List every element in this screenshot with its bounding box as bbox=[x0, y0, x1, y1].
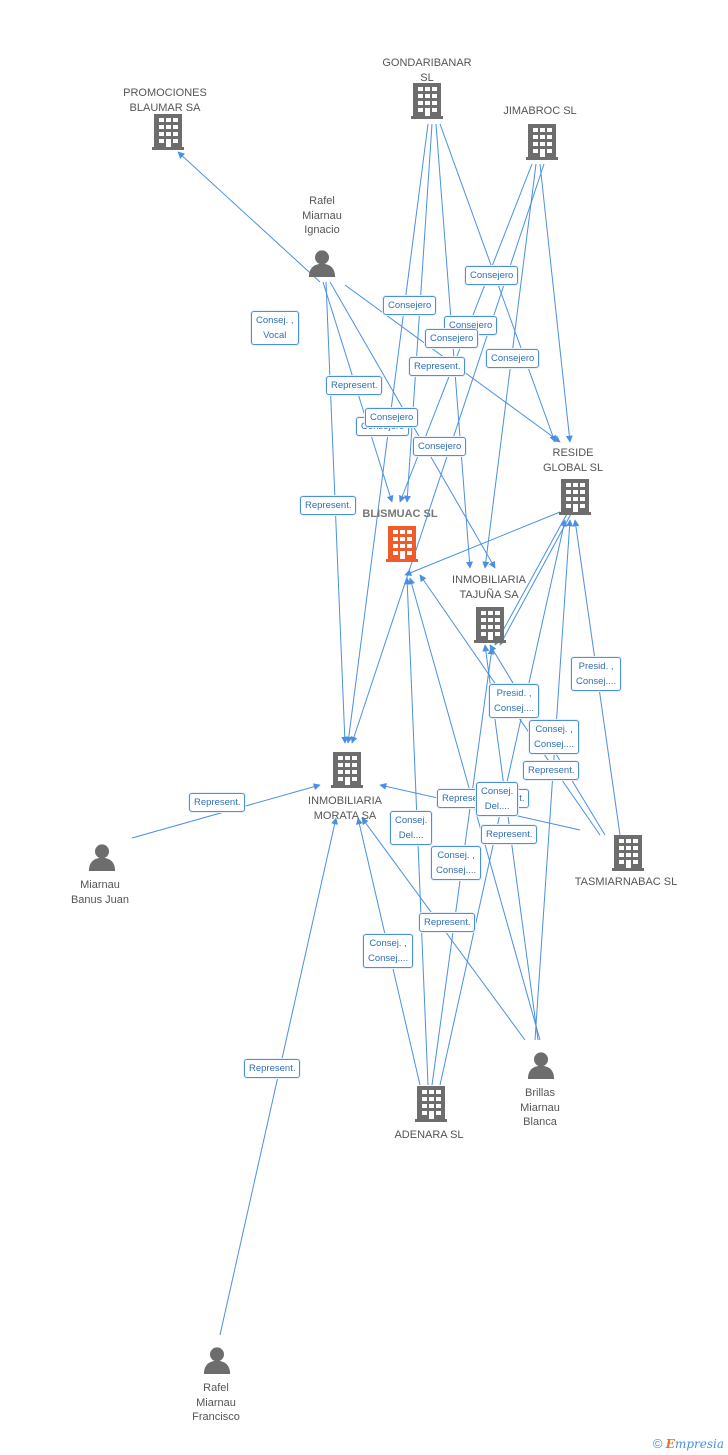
node-label-adenara[interactable]: ADENARA SL bbox=[394, 1129, 464, 1141]
building-icon[interactable] bbox=[411, 83, 443, 119]
edge-label[interactable]: Consej. Del.... bbox=[390, 811, 433, 845]
node-label-blismuac[interactable]: BLISMUAC SL bbox=[362, 508, 438, 520]
node-label-rafel_ignacio[interactable]: Rafel Miarnau Ignacio bbox=[302, 195, 342, 236]
edge-label[interactable]: Consejero bbox=[383, 296, 437, 315]
person-icon[interactable] bbox=[203, 1347, 231, 1374]
edge-label[interactable]: Consejero bbox=[465, 266, 519, 285]
building-icon[interactable] bbox=[474, 607, 506, 643]
edge-label[interactable]: Represent. bbox=[189, 793, 246, 812]
edge-label[interactable]: Represent. bbox=[419, 913, 476, 932]
edge-line bbox=[494, 511, 569, 646]
edge-line bbox=[408, 577, 541, 1041]
edge-label[interactable]: Consej. , Consej.... bbox=[431, 846, 482, 880]
node-label-morata[interactable]: INMOBILIARIA MORATA SA bbox=[308, 795, 382, 822]
edge-label[interactable]: Consej. Del.... bbox=[476, 782, 519, 816]
node-label-tasmiarnabac[interactable]: TASMIARNABAC SL bbox=[574, 876, 678, 888]
building-icon[interactable] bbox=[612, 835, 644, 871]
node-label-gondaribanar[interactable]: GONDARIBANAR SL bbox=[382, 57, 472, 84]
edge-label[interactable]: Represent. bbox=[244, 1059, 301, 1078]
edge-label[interactable]: Consejero bbox=[413, 437, 467, 456]
edge-label[interactable]: Represent. bbox=[326, 376, 383, 395]
edge-label[interactable]: Consejero bbox=[365, 408, 419, 427]
edge-label[interactable]: Represent. bbox=[300, 496, 357, 515]
brand-logo: Empresia bbox=[665, 1437, 724, 1451]
edge-label[interactable]: Consej. , Consej.... bbox=[363, 934, 414, 968]
building-icon[interactable] bbox=[331, 752, 363, 788]
edge-line bbox=[404, 511, 561, 576]
edge-line bbox=[177, 151, 321, 283]
building-icon[interactable] bbox=[386, 526, 418, 562]
person-icon[interactable] bbox=[527, 1052, 555, 1079]
node-label-tajuna[interactable]: INMOBILIARIA TAJUÑA SA bbox=[452, 574, 526, 601]
person-icon[interactable] bbox=[308, 250, 336, 277]
edge-label[interactable]: Represent. bbox=[481, 825, 538, 844]
building-icon[interactable] bbox=[559, 479, 591, 515]
node-label-jimabroc[interactable]: JIMABROC SL bbox=[503, 105, 577, 117]
footer-brand: © Empresia bbox=[653, 1436, 724, 1451]
edge-label[interactable]: Represent. bbox=[523, 761, 580, 780]
edge-label[interactable]: Consejero bbox=[486, 349, 540, 368]
copyright-symbol: © bbox=[652, 1436, 663, 1451]
edge-line bbox=[534, 519, 574, 1041]
node-label-reside[interactable]: RESIDE GLOBAL SL bbox=[542, 447, 604, 474]
edge-label[interactable]: Consej. , Vocal bbox=[251, 311, 299, 345]
node-label-rafel_francisco[interactable]: Rafel Miarnau Francisco bbox=[192, 1382, 240, 1423]
edge-label[interactable]: Presid. , Consej.... bbox=[489, 684, 540, 718]
edge-line bbox=[499, 511, 573, 646]
edge-line bbox=[539, 163, 573, 443]
edge-label[interactable]: Consejero bbox=[425, 329, 479, 348]
edge-label[interactable]: Presid. , Consej.... bbox=[571, 657, 622, 691]
node-label-brillas[interactable]: Brillas Miarnau Blanca bbox=[520, 1087, 560, 1128]
node-label-promociones[interactable]: PROMOCIONES BLAUMAR SA bbox=[123, 87, 207, 114]
node-label-banus[interactable]: Miarnau Banus Juan bbox=[70, 879, 130, 906]
building-icon[interactable] bbox=[152, 114, 184, 150]
building-icon[interactable] bbox=[526, 124, 558, 160]
building-icon[interactable] bbox=[415, 1086, 447, 1122]
edge-label[interactable]: Represent. bbox=[409, 357, 466, 376]
person-icon[interactable] bbox=[88, 844, 116, 871]
edge-label[interactable]: Consej. , Consej.... bbox=[529, 720, 580, 754]
